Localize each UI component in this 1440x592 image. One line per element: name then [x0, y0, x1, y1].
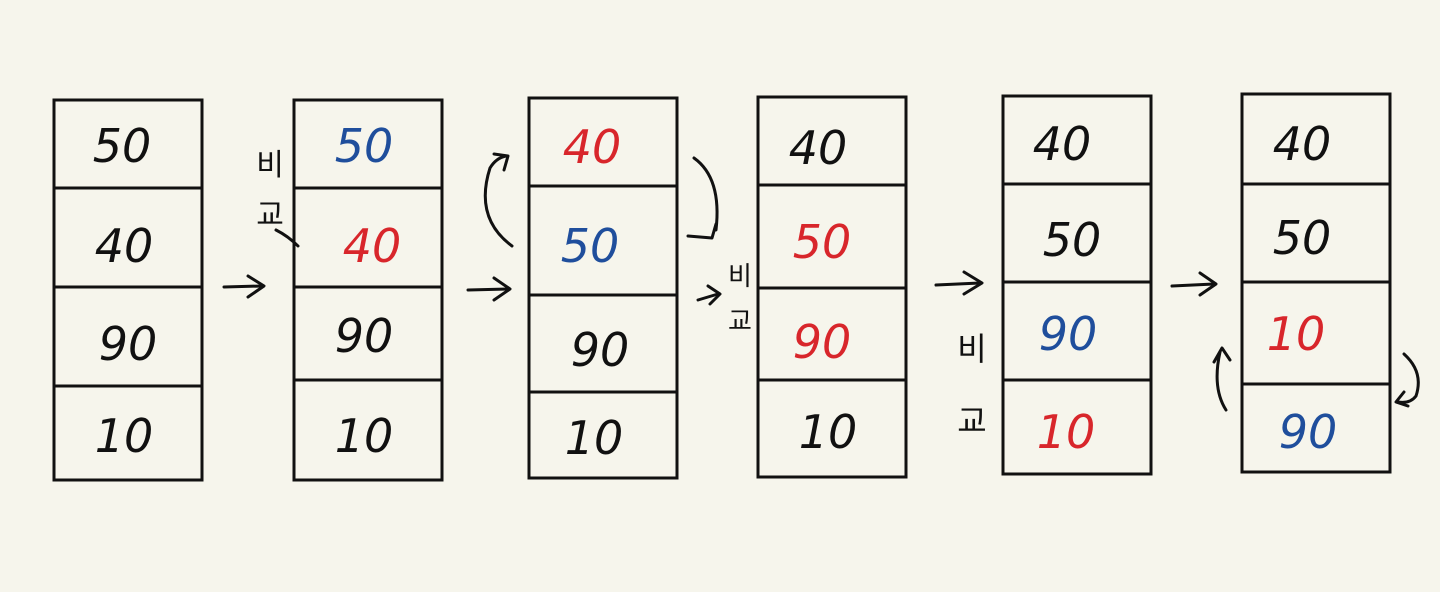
cell-value: 40 — [1273, 117, 1332, 171]
array-box — [52, 98, 204, 482]
note-char: 교 — [256, 198, 284, 233]
note-char: 교 — [957, 402, 986, 440]
array-box — [292, 98, 444, 482]
right-arrow-icon — [222, 274, 266, 299]
right-arrow-icon — [696, 284, 722, 306]
cell-value: 40 — [95, 219, 154, 273]
cell-value: 40 — [563, 120, 622, 174]
compare-note-3: 비 교 — [728, 262, 752, 337]
state-2: 50 40 90 10 — [292, 98, 444, 482]
cell-value: 50 — [1043, 213, 1102, 267]
cell-value: 40 — [1033, 117, 1092, 171]
swap-arrow-icon — [1212, 346, 1232, 412]
swap-arrow-icon — [483, 152, 514, 248]
right-arrow-icon — [466, 276, 512, 302]
cell-value: 50 — [561, 219, 620, 273]
cell-value: 40 — [789, 121, 848, 175]
cell-value: 90 — [99, 317, 158, 371]
cell-value: 90 — [335, 309, 394, 363]
cell-value: 10 — [95, 409, 154, 463]
right-arrow-icon — [1170, 271, 1218, 297]
array-box — [527, 96, 679, 480]
state-3: 40 50 90 10 — [527, 96, 679, 480]
cell-value: 90 — [571, 323, 630, 377]
compare-note-4: 비 교 — [957, 330, 986, 440]
state-5: 40 50 90 10 — [1001, 94, 1153, 476]
compare-note-1: 비 교 — [256, 148, 284, 233]
state-6: 40 50 10 90 — [1240, 92, 1392, 474]
state-4: 40 50 90 10 — [756, 95, 908, 479]
cell-value: 10 — [335, 409, 394, 463]
cell-value: 90 — [1039, 307, 1098, 361]
cell-value: 50 — [93, 119, 152, 173]
note-char: 교 — [728, 307, 752, 337]
cell-value: 40 — [343, 219, 402, 273]
right-arrow-icon — [934, 270, 984, 296]
note-char: 비 — [256, 148, 284, 183]
swap-arrow-icon — [686, 156, 719, 240]
cell-value: 90 — [1279, 405, 1338, 459]
array-box — [1001, 94, 1153, 476]
note-char: 비 — [728, 262, 752, 292]
cell-value: 50 — [1273, 211, 1332, 265]
cell-value: 10 — [799, 405, 858, 459]
swap-arrow-icon — [1394, 352, 1420, 408]
note-char: 비 — [957, 330, 986, 368]
state-1: 50 40 90 10 — [52, 98, 204, 482]
cell-value: 10 — [565, 411, 624, 465]
cell-value: 10 — [1037, 405, 1096, 459]
cell-value: 90 — [793, 315, 852, 369]
cell-value: 50 — [335, 119, 394, 173]
cell-value: 10 — [1267, 307, 1326, 361]
cell-value: 50 — [793, 215, 852, 269]
compare-mark-icon — [274, 228, 300, 248]
